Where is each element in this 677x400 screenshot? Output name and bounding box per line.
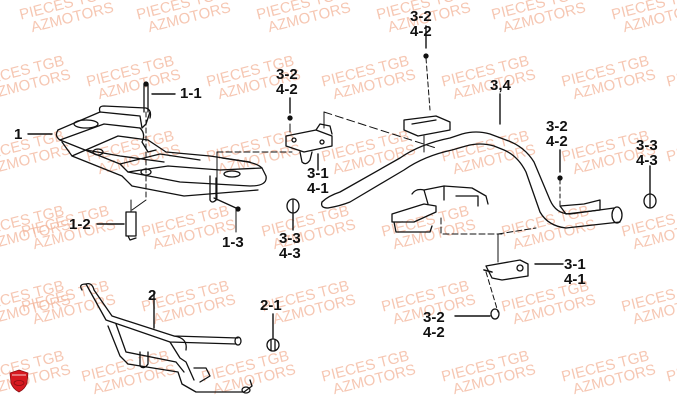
bolt-3-2-right <box>557 149 563 207</box>
rear-rack-drawing <box>55 105 267 203</box>
callout-3-2-4-2-right: 3-2 4-2 <box>546 119 568 149</box>
callout-text: 1-2 <box>69 216 91 233</box>
callout-text: 3-3 <box>636 137 658 154</box>
callout-3-1-4-1-middle: 3-1 4-1 <box>307 166 329 196</box>
callout-text: 4-2 <box>546 133 568 150</box>
callout-text: 1 <box>14 126 23 143</box>
callout-text: 3-2 <box>410 8 432 25</box>
callout-3-2-4-2-top-middle: 3-2 4-2 <box>276 67 298 97</box>
callout-text: 2 <box>148 287 157 304</box>
callout-text: 3-2 <box>546 118 568 135</box>
clamp-1-2 <box>125 199 137 241</box>
callout-3-1-4-1-right: 3-1 4-1 <box>564 257 586 287</box>
washer-3-3-right <box>643 165 657 209</box>
bracket-3-1-middle <box>216 97 437 201</box>
callout-text: 4-2 <box>423 324 445 341</box>
callout-text: 3-2 <box>276 66 298 83</box>
callout-3-3-4-3-right: 3-3 4-3 <box>636 138 658 168</box>
red-shield-logo-icon <box>9 369 29 393</box>
callout-text: 1-1 <box>180 85 202 102</box>
callout-text: 4-3 <box>279 245 301 262</box>
callout-text: 3-2 <box>423 309 445 326</box>
callout-text: 3-1 <box>564 256 586 273</box>
callout-2-1: 2-1 <box>260 298 282 313</box>
footrest-bracket <box>391 185 564 320</box>
callout-text: 4-1 <box>307 180 329 197</box>
callout-3-2-4-2-top-right: 3-2 4-2 <box>410 9 432 39</box>
callout-1-3: 1-3 <box>222 235 244 250</box>
callout-text: 3-3 <box>279 230 301 247</box>
washer-2-1 <box>266 313 280 352</box>
washer-3-3-middle <box>286 198 300 231</box>
callout-text: 4-2 <box>276 81 298 98</box>
callout-text: 4-3 <box>636 152 658 169</box>
callout-3-3-4-3-middle: 3-3 4-3 <box>279 231 301 261</box>
callout-text: 1-3 <box>222 234 244 251</box>
callout-text: 4-1 <box>564 271 586 288</box>
callout-1-1: 1-1 <box>180 86 202 101</box>
callout-text: 3,4 <box>490 77 511 94</box>
callout-text: 2-1 <box>260 297 282 314</box>
callout-text: 3-1 <box>307 165 329 182</box>
callout-1-2: 1-2 <box>69 217 91 232</box>
callout-text: 4-2 <box>410 23 432 40</box>
callout-2: 2 <box>148 288 156 303</box>
callout-1: 1 <box>14 127 22 142</box>
bolt-1-3 <box>213 197 241 233</box>
callout-3-2-4-2-bottom: 3-2 4-2 <box>423 310 445 340</box>
callout-3-4: 3,4 <box>490 78 511 93</box>
front-bumper <box>80 282 253 394</box>
bolt-1-1 <box>131 81 149 211</box>
front-rack-tube <box>320 25 623 229</box>
